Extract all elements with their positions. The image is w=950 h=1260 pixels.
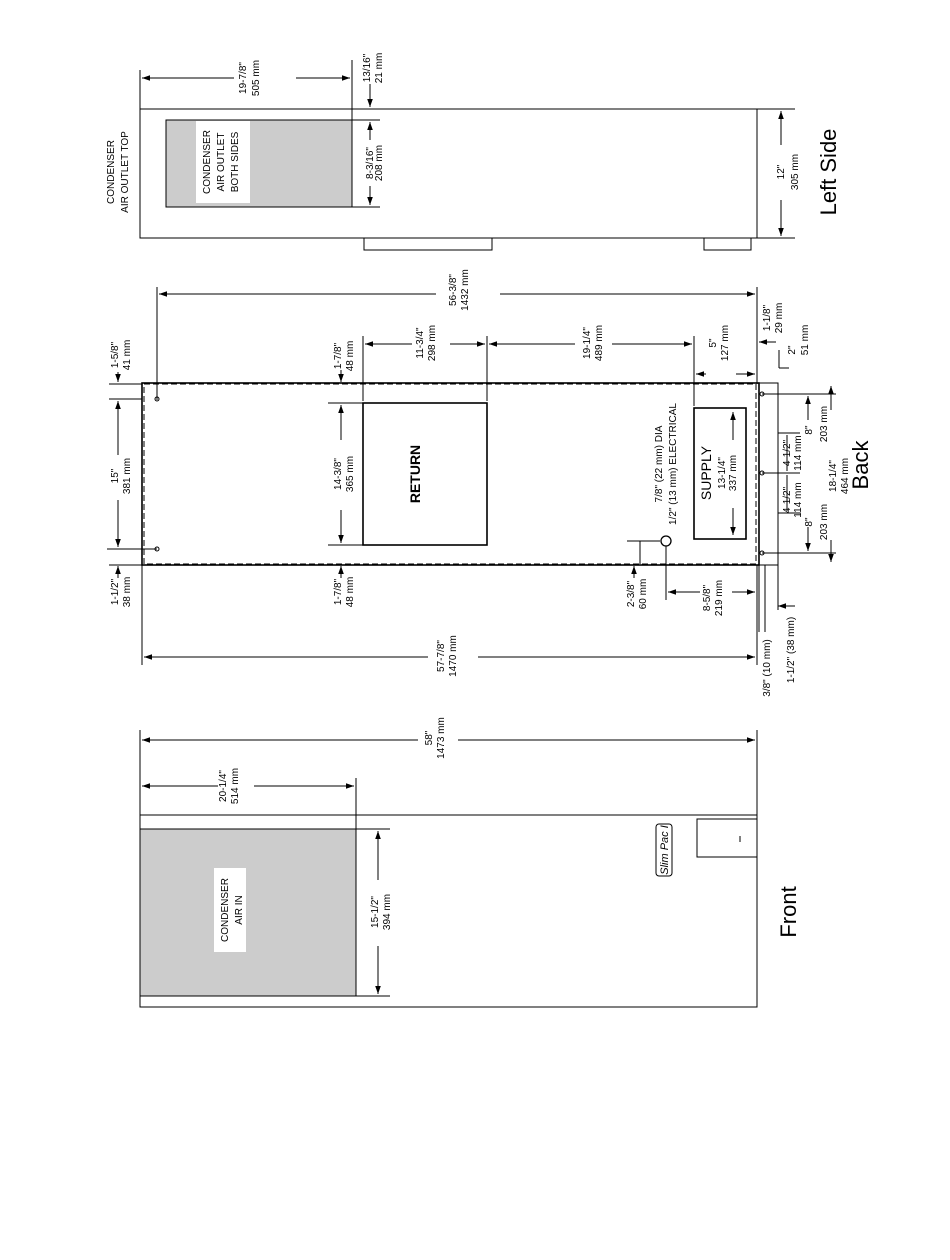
front-view: CONDENSER AIR IN Slim Pac I Front 58" 14… xyxy=(139,717,801,1008)
dim-text: 489 mm xyxy=(594,325,605,361)
dim-text: 56-3/8" xyxy=(448,274,459,306)
inlet-panel-label-1: CONDENSER xyxy=(220,878,231,942)
back-title: Back xyxy=(848,440,873,490)
dim-text: 8" xyxy=(804,425,815,435)
dim-text: 15" xyxy=(110,468,121,483)
dim-text: 1-1/2" (38 mm) xyxy=(786,617,797,683)
dim-text: 3/8" (10 mm) xyxy=(762,639,773,696)
back-view: RETURN SUPPLY 13-1/4" 337 mm 7/8" (22 mm… xyxy=(107,269,873,697)
dim-text: 394 mm xyxy=(382,894,393,930)
dim-text: 298 mm xyxy=(427,325,438,361)
dim-text: 51 mm xyxy=(800,325,811,356)
dim-text: 2-3/8" xyxy=(626,580,637,607)
dim-text: 21 mm xyxy=(374,53,385,84)
dim-text: 208 mm xyxy=(374,145,385,181)
outlet-panel-label-2: AIR OUTLET xyxy=(216,133,227,192)
dim-text: 381 mm xyxy=(122,458,133,494)
dim-text: 15-1/2" xyxy=(370,896,381,928)
inlet-panel-label-2: AIR IN xyxy=(234,895,245,924)
electrical-label-2: 1/2" (13 mm) ELECTRICAL xyxy=(668,403,679,525)
dim-text: 365 mm xyxy=(345,456,356,492)
supply-label: SUPPLY xyxy=(698,445,714,500)
back-dashed-outline xyxy=(143,383,757,565)
dim-text: 41 mm xyxy=(122,340,133,371)
dim-text: 2" xyxy=(787,345,798,355)
dim-text: 4-1/2" xyxy=(782,439,793,466)
dim-text: 38 mm xyxy=(122,577,133,608)
dim-text: 11-3/4" xyxy=(415,327,426,359)
left-side-title: Left Side xyxy=(816,129,841,216)
dim-text: 29 mm xyxy=(774,303,785,334)
front-title: Front xyxy=(776,886,801,937)
outlet-top-label-1: CONDENSER xyxy=(106,140,117,204)
inlet-panel-label-bg xyxy=(214,868,246,952)
dim-text: 8" xyxy=(804,517,815,527)
dim-text: 127 mm xyxy=(720,325,731,361)
dim-text: 1-7/8" xyxy=(333,578,344,605)
return-label: RETURN xyxy=(407,445,423,503)
outlet-panel-label-bg xyxy=(196,121,250,203)
dim-text: 1-7/8" xyxy=(333,342,344,369)
dim-text: 1-1/2" xyxy=(110,578,121,605)
dim-text: 14-3/8" xyxy=(333,458,344,490)
condenser-outlet-panel xyxy=(165,119,353,208)
dim-text: 18-1/4" xyxy=(828,460,839,492)
dim-text: 203 mm xyxy=(819,504,830,540)
return-opening xyxy=(362,402,488,546)
dim-text: 12" xyxy=(776,164,787,179)
dim-text: 48 mm xyxy=(345,577,356,608)
dim-text: 4-1/2" xyxy=(782,486,793,513)
dim-text: 20-1/4" xyxy=(218,770,229,802)
electrical-label-1: 7/8" (22 mm) DIA xyxy=(654,425,665,502)
dim-text: 1-5/8" xyxy=(110,341,121,368)
dim-text: 219 mm xyxy=(714,580,725,616)
slim-pac-logo-text: Slim Pac I xyxy=(659,825,671,875)
left-side-view: CONDENSER AIR OUTLET BOTH SIDES CONDENSE… xyxy=(106,53,841,251)
electrical-knockout xyxy=(660,535,672,547)
dim-text: 13/16" xyxy=(362,53,373,82)
dim-text: 464 mm xyxy=(840,458,851,494)
supply-opening xyxy=(693,407,747,540)
dim-text: 1470 mm xyxy=(448,635,459,677)
condenser-inlet-panel xyxy=(139,828,357,997)
dim-text: 5" xyxy=(708,338,719,348)
left-side-base-foot xyxy=(363,237,493,251)
dim-text: 505 mm xyxy=(251,60,262,96)
dim-text: 19-7/8" xyxy=(238,62,249,94)
outlet-panel-label-1: CONDENSER xyxy=(202,130,213,194)
dim-text: 305 mm xyxy=(790,154,801,190)
dim-text: 13-1/4" xyxy=(717,457,728,489)
dim-text: 48 mm xyxy=(345,341,356,372)
left-side-base-foot xyxy=(703,237,752,251)
slim-pac-logo xyxy=(655,823,673,877)
dim-text: 19-1/4" xyxy=(582,327,593,359)
dim-text: 1432 mm xyxy=(460,269,471,311)
dim-text: 1473 mm xyxy=(436,717,447,759)
dim-text: 114 mm xyxy=(793,435,804,470)
dim-text: 114 mm xyxy=(793,482,804,517)
dim-text: 57-7/8" xyxy=(436,640,447,672)
outlet-panel-label-3: BOTH SIDES xyxy=(230,131,241,192)
control-box xyxy=(696,818,758,858)
dim-text: 337 mm xyxy=(728,455,739,491)
dim-text: 514 mm xyxy=(230,768,241,804)
dim-text: 1-1/8" xyxy=(762,304,773,331)
dim-text: 58" xyxy=(424,730,435,745)
outlet-top-label-2: AIR OUTLET TOP xyxy=(120,131,131,213)
dim-text: 60 mm xyxy=(638,579,649,610)
dim-text: 203 mm xyxy=(819,406,830,442)
dim-text: 8-5/8" xyxy=(702,584,713,611)
dim-text: 8-3/16" xyxy=(365,147,376,179)
back-right-strip xyxy=(758,382,779,566)
